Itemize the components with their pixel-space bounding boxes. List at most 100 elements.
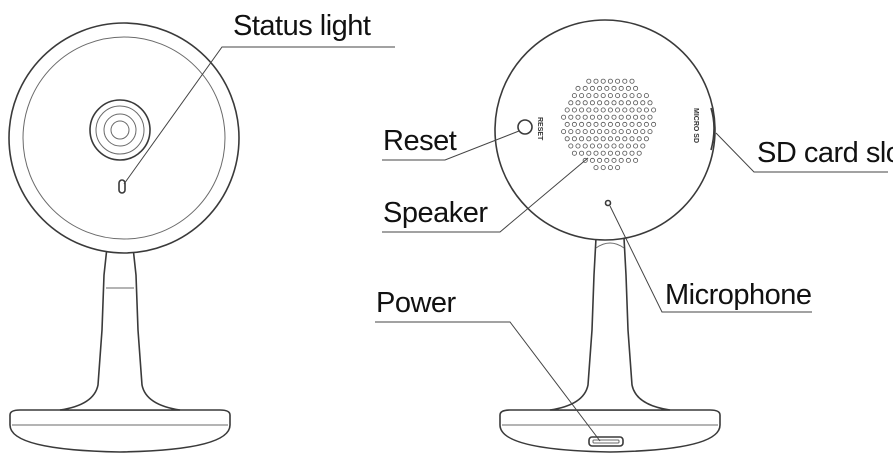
speaker-hole	[622, 107, 628, 113]
speaker-hole	[579, 136, 585, 142]
speaker-hole	[647, 129, 653, 135]
speaker-hole	[611, 85, 617, 91]
speaker-hole	[607, 93, 613, 99]
speaker-hole	[604, 85, 610, 91]
speaker-hole	[561, 114, 567, 120]
front-view	[8, 22, 240, 453]
speaker-hole	[604, 157, 610, 163]
speaker-hole	[625, 114, 631, 120]
speaker-hole	[593, 150, 599, 156]
speaker-hole	[579, 107, 585, 113]
speaker-hole	[579, 93, 585, 99]
speaker-hole	[625, 100, 631, 106]
speaker-hole	[604, 129, 610, 135]
speaker-hole	[636, 93, 642, 99]
speaker-hole	[643, 93, 649, 99]
speaker-hole	[571, 93, 577, 99]
speaker-hole	[600, 93, 606, 99]
speaker-hole	[589, 129, 595, 135]
speaker-hole	[629, 78, 635, 84]
speaker-hole	[571, 121, 577, 127]
speaker-hole	[629, 136, 635, 142]
speaker-hole	[582, 114, 588, 120]
speaker-hole	[618, 85, 624, 91]
microphone-hole	[604, 199, 612, 207]
speaker-hole	[607, 150, 613, 156]
speaker-hole	[561, 129, 567, 135]
speaker-hole	[579, 121, 585, 127]
lens-icon	[89, 99, 151, 161]
microphone-leader	[609, 205, 812, 313]
speaker-hole	[589, 100, 595, 106]
front-stand	[59, 237, 181, 411]
speaker-hole	[582, 100, 588, 106]
speaker-hole	[607, 136, 613, 142]
speaker-hole	[593, 165, 599, 171]
speaker-hole	[575, 129, 581, 135]
speaker-hole	[633, 114, 639, 120]
speaker-hole	[611, 100, 617, 106]
speaker-hole	[633, 100, 639, 106]
speaker-hole	[629, 121, 635, 127]
speaker-hole	[640, 129, 646, 135]
speaker-hole	[593, 107, 599, 113]
speaker-hole	[615, 78, 621, 84]
speaker-hole	[571, 136, 577, 142]
rear-stand	[549, 237, 671, 411]
speaker-hole	[633, 143, 639, 149]
speaker-hole	[611, 114, 617, 120]
speaker-hole	[564, 107, 570, 113]
sd-card-slot	[710, 107, 715, 151]
speaker-hole	[622, 150, 628, 156]
speaker-hole	[643, 107, 649, 113]
speaker-hole	[611, 143, 617, 149]
speaker-hole	[604, 100, 610, 106]
speaker-hole	[593, 136, 599, 142]
power-leader	[375, 321, 601, 442]
speaker-hole	[640, 114, 646, 120]
speaker-hole	[615, 165, 621, 171]
speaker-hole	[564, 121, 570, 127]
speaker-hole	[600, 165, 606, 171]
speaker-hole	[629, 150, 635, 156]
speaker-hole	[633, 85, 639, 91]
speaker-hole	[586, 93, 592, 99]
speaker-hole	[582, 85, 588, 91]
speaker-hole	[640, 100, 646, 106]
speaker-hole	[633, 157, 639, 163]
front-base	[9, 409, 231, 453]
speaker-hole	[582, 143, 588, 149]
speaker-hole	[643, 121, 649, 127]
speaker-leader	[382, 157, 589, 233]
micro-sd-marking: MICRO SD	[692, 108, 699, 143]
speaker-hole	[647, 114, 653, 120]
speaker-hole	[600, 121, 606, 127]
rear-base	[499, 409, 721, 453]
speaker-hole	[625, 157, 631, 163]
speaker-hole	[604, 143, 610, 149]
speaker-hole	[615, 93, 621, 99]
speaker-hole	[600, 78, 606, 84]
speaker-hole	[618, 100, 624, 106]
speaker-hole	[586, 78, 592, 84]
speaker-hole	[589, 143, 595, 149]
speaker-hole	[575, 100, 581, 106]
speaker-hole	[568, 114, 574, 120]
speaker-hole	[618, 143, 624, 149]
speaker-label: Speaker	[383, 197, 488, 229]
speaker-hole	[600, 150, 606, 156]
microphone-label: Microphone	[665, 279, 812, 311]
speaker-hole	[615, 121, 621, 127]
speaker-hole	[615, 136, 621, 142]
speaker-hole	[618, 129, 624, 135]
speaker-hole	[625, 85, 631, 91]
speaker-hole	[643, 136, 649, 142]
speaker-hole	[629, 107, 635, 113]
speaker-hole	[618, 157, 624, 163]
speaker-hole	[651, 121, 657, 127]
speaker-hole	[597, 143, 603, 149]
speaker-hole	[593, 93, 599, 99]
speaker-hole	[611, 129, 617, 135]
speaker-hole	[571, 150, 577, 156]
speaker-hole	[633, 129, 639, 135]
